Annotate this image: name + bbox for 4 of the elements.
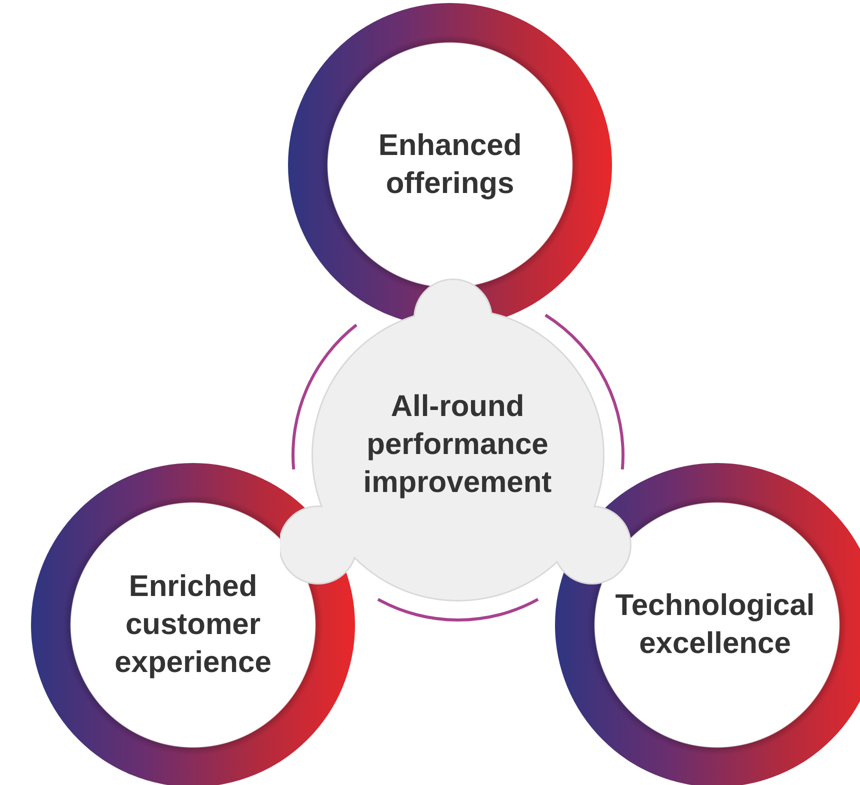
node-label: Technological excellence: [614, 588, 816, 662]
node-label: All-round performance improvement: [362, 388, 553, 500]
node-label: Enriched customer experience: [114, 569, 272, 681]
node-label: Enhanced offerings: [377, 128, 523, 202]
